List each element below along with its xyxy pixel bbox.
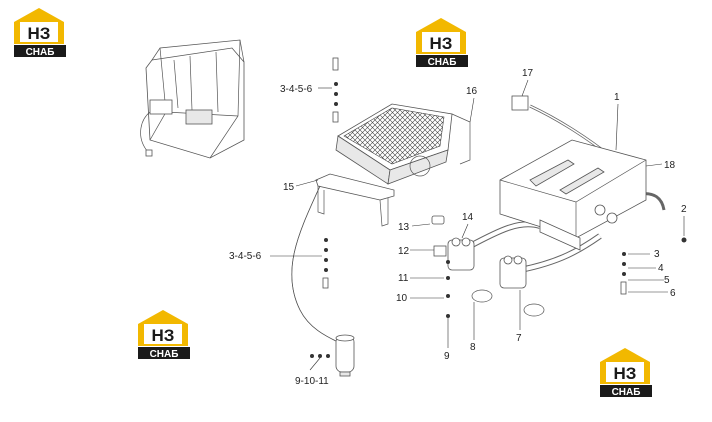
callout-3-4-5-6-top: 3-4-5-6: [280, 84, 313, 95]
logo-top-text: НЗ: [152, 326, 175, 345]
callout-labels: 3-4-5-6 16 17 1 18 15 2 13 14 12 3-4-5-6…: [229, 68, 687, 387]
callout-13: 13: [398, 222, 410, 233]
logo-watermark-1: НЗ СНАБ: [14, 8, 66, 58]
callout-12: 12: [398, 246, 410, 257]
callout-18: 18: [664, 160, 676, 171]
callout-4: 4: [658, 263, 664, 274]
callout-7: 7: [516, 333, 522, 344]
logo-top-text: НЗ: [430, 34, 453, 53]
callout-2: 2: [681, 204, 687, 215]
callout-3: 3: [654, 249, 660, 260]
leader-lines: [270, 79, 685, 371]
callout-11: 11: [398, 273, 409, 284]
logo-top-text: НЗ: [614, 364, 637, 383]
callout-15: 15: [283, 182, 295, 193]
mounting-bracket: [315, 173, 395, 227]
callout-6: 6: [670, 288, 676, 299]
callout-3-4-5-6-mid: 3-4-5-6: [229, 251, 262, 262]
logo-top-text: НЗ: [28, 24, 51, 43]
callout-1: 1: [614, 92, 620, 103]
heater-unit-box: [499, 139, 647, 251]
callout-16: 16: [466, 86, 478, 97]
electrical-connector: [511, 95, 529, 111]
valve-fittings: [433, 237, 527, 289]
callout-9-10-11: 9-10-11: [295, 376, 329, 387]
logo-watermark-3: НЗ СНАБ: [138, 310, 190, 360]
heater-radiator: [335, 103, 471, 185]
filter-canister: [335, 334, 355, 377]
callout-14: 14: [462, 212, 474, 223]
valve-cap: [431, 215, 445, 225]
fastener-stacks: [310, 57, 687, 358]
callout-5: 5: [664, 275, 670, 286]
callout-17: 17: [522, 68, 534, 79]
logo-watermark-4: НЗ СНАБ: [600, 348, 652, 398]
logo-bottom-text: СНАБ: [428, 57, 457, 68]
callout-9: 9: [444, 351, 450, 362]
cab-overview-illustration: [140, 39, 245, 159]
hose-clamps: [471, 289, 545, 317]
logo-bottom-text: СНАБ: [150, 349, 179, 360]
logo-bottom-text: СНАБ: [612, 387, 641, 398]
logo-watermark-2: НЗ СНАБ: [416, 18, 468, 68]
logo-bottom-text: СНАБ: [26, 47, 55, 58]
callout-10: 10: [396, 293, 408, 304]
callout-8: 8: [470, 342, 476, 353]
